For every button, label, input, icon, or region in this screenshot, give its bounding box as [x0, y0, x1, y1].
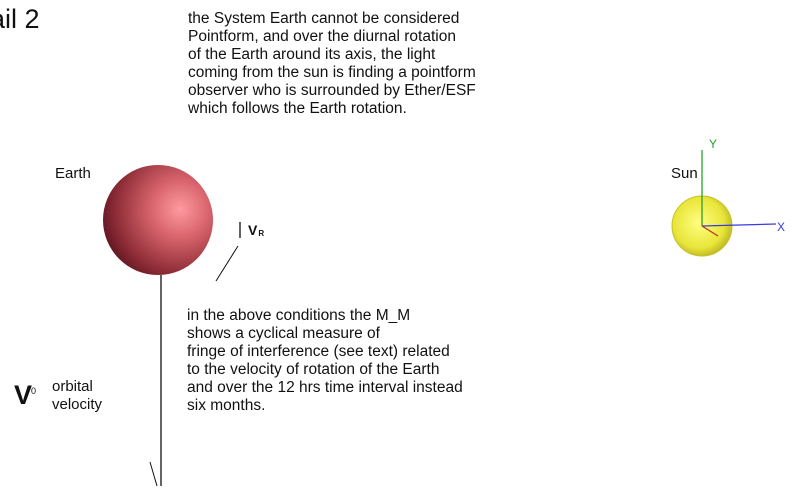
orbital-velocity-tick [149, 461, 158, 487]
top-paragraph-line: Pointform, and over the diurnal rotation [188, 28, 456, 45]
y-axis-label: Y [709, 137, 717, 151]
rotation-velocity-arrow [215, 245, 239, 282]
top-paragraph-line: coming from the sun is finding a pointfo… [188, 64, 476, 81]
bottom-paragraph-line: to the velocity of rotation of the Earth [187, 361, 440, 378]
bottom-paragraph-line: shows a cyclical measure of [187, 325, 380, 342]
bottom-paragraph-line: fringe of interference (see text) relate… [187, 343, 450, 360]
earth-sphere [103, 165, 213, 275]
bottom-paragraph-line: and over the 12 hrs time interval instea… [187, 379, 463, 396]
vr-main: V [248, 222, 258, 238]
vr-sub: R [258, 229, 265, 238]
orbital-velocity-label: orbital velocity [52, 378, 102, 414]
v0-main: V [14, 380, 32, 410]
orbital-label-line: orbital [52, 378, 93, 395]
bottom-paragraph: in the above conditions the M_M shows a … [187, 307, 463, 415]
bottom-paragraph-line: in the above conditions the M_M [187, 307, 411, 324]
earth-label: Earth [55, 165, 91, 182]
z-axis-line [701, 225, 719, 237]
bottom-paragraph-line: six months. [187, 397, 266, 414]
orbital-velocity-symbol: V0 [14, 380, 37, 411]
orbital-label-line: velocity [52, 396, 103, 413]
sun-label: Sun [671, 165, 698, 182]
rotation-velocity-label: VR [248, 222, 265, 238]
v0-sub: 0 [31, 386, 37, 396]
x-axis-label: X [777, 220, 785, 234]
top-paragraph: the System Earth cannot be considered Po… [188, 10, 476, 118]
slide-title: ail 2 [0, 4, 40, 34]
top-paragraph-line: the System Earth cannot be considered [188, 10, 460, 27]
top-paragraph-line: which follows the Earth rotation. [188, 100, 407, 117]
x-axis-line [701, 223, 777, 227]
top-paragraph-line: of the Earth around its axis, the light [188, 46, 436, 63]
top-paragraph-line: observer who is surrounded by Ether/ESF [188, 82, 476, 99]
